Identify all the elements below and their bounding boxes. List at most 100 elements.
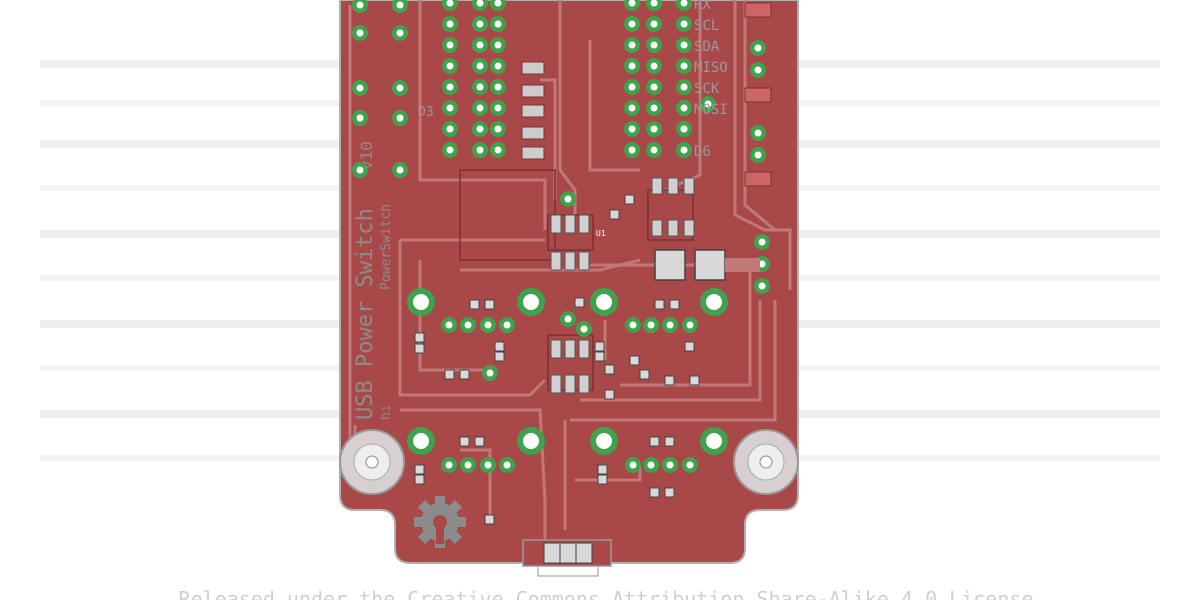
right-header-pins (624, 0, 692, 158)
smd-pad (414, 343, 425, 354)
smd-pad (624, 194, 635, 205)
oshw-gear-icon (414, 496, 466, 548)
edge-pin (750, 62, 766, 78)
header-pin (490, 37, 506, 53)
smd-pad (664, 487, 675, 498)
board-subtitle-prefix: hi (379, 404, 394, 420)
component-pin (560, 191, 576, 207)
component-pin (625, 317, 641, 333)
power-terminal-pad (700, 288, 728, 316)
header-pin (646, 0, 662, 11)
edge-pin (750, 147, 766, 163)
left-pin-header (442, 0, 506, 158)
header-pin (676, 79, 692, 95)
header-pin (472, 37, 488, 53)
smd-passives (414, 194, 700, 525)
smd-pad (474, 436, 485, 447)
component-pin (700, 96, 716, 112)
header-pin (676, 121, 692, 137)
power-terminal-pad (517, 288, 545, 316)
right-header-label: SCL (694, 18, 719, 34)
smd-pad (654, 299, 665, 310)
header-pin (442, 37, 458, 53)
smd-pad (469, 299, 480, 310)
left-header-pins (442, 0, 506, 158)
edge-pin (392, 110, 408, 126)
board-subtitle-name: PowerSwitch (379, 204, 394, 290)
board-subtitle-vertical: hi PowerSwitch (379, 204, 394, 420)
header-pin (490, 0, 506, 11)
right-header-label: MOSI (694, 102, 728, 118)
header-pin (624, 58, 640, 74)
header-pin (624, 121, 640, 137)
component-pin (682, 317, 698, 333)
component-pin (662, 457, 678, 473)
smd-pad (574, 297, 585, 308)
component-pin (482, 365, 498, 381)
header-pin (646, 16, 662, 32)
header-pin (646, 142, 662, 158)
header-pin (676, 16, 692, 32)
header-pin (490, 16, 506, 32)
header-pin (676, 37, 692, 53)
regulator-footprint (654, 249, 760, 281)
smd-pad (629, 355, 640, 366)
right-edge-smd-pads (744, 2, 772, 187)
header-pin (624, 0, 640, 11)
header-pin (472, 100, 488, 116)
right-header-label: D6 (694, 144, 711, 160)
mounting-hole-left (339, 429, 405, 495)
power-terminal-pad (590, 288, 618, 316)
component-pin (682, 457, 698, 473)
left-header-labels: D3 (418, 105, 434, 120)
edge-pin (750, 125, 766, 141)
edge-pin (352, 25, 368, 41)
smd-pad (494, 351, 505, 362)
smd-pad (459, 369, 470, 380)
header-pin (442, 100, 458, 116)
component-pin (625, 457, 641, 473)
header-pin (646, 58, 662, 74)
smd-pad (664, 375, 675, 386)
header-pin (442, 16, 458, 32)
smd-pad (664, 436, 675, 447)
smd-pad (414, 464, 425, 475)
smd-pad (594, 341, 605, 352)
component-pin (460, 317, 476, 333)
header-pin (490, 79, 506, 95)
edge-pin (392, 0, 408, 13)
ic-footprints (550, 177, 695, 394)
header-pin (646, 79, 662, 95)
header-pin (490, 100, 506, 116)
smd-pad (444, 369, 455, 380)
header-pin (676, 0, 692, 11)
edge-pin (352, 110, 368, 126)
component-pin (480, 317, 496, 333)
right-pin-header (624, 0, 692, 158)
header-pin (472, 121, 488, 137)
power-terminal-pad (700, 427, 728, 455)
header-pin (442, 79, 458, 95)
edge-pin (754, 234, 770, 250)
edge-pin (754, 278, 770, 294)
board-title-vertical: USB Power Switch v10 (353, 141, 378, 420)
header-pin (624, 100, 640, 116)
component-pin (499, 317, 515, 333)
component-pin (643, 317, 659, 333)
header-pin (624, 79, 640, 95)
edge-pin (392, 80, 408, 96)
right-header-label: SCK (694, 81, 720, 97)
component-pin (441, 457, 457, 473)
smd-pad (639, 369, 650, 380)
license-footer: Released under the Creative Commons Attr… (179, 587, 1034, 600)
smd-pad (669, 299, 680, 310)
header-pin (472, 0, 488, 11)
usb-connector-icon (522, 539, 612, 577)
right-header-label: MISO (694, 60, 728, 76)
component-pin (460, 457, 476, 473)
smd-pad (597, 474, 608, 485)
smd-pad (684, 341, 695, 352)
smd-pad (414, 474, 425, 485)
left-header-label: D3 (418, 105, 434, 120)
